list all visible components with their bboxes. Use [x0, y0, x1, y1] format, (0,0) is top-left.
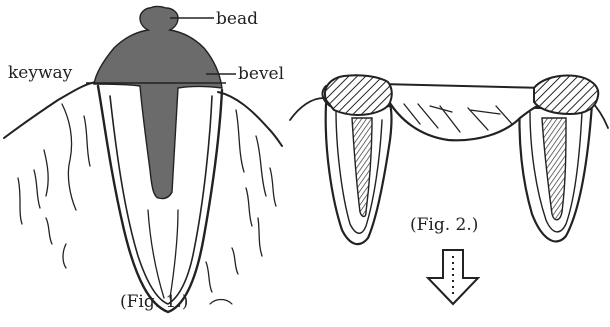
root-canal-right: [170, 210, 178, 298]
bone-texture-left: [18, 104, 90, 268]
gum-line-left: [4, 82, 96, 138]
label-bead: bead: [216, 9, 258, 29]
down-arrow-icon: [428, 250, 478, 304]
post-and-crown: [94, 7, 222, 199]
left-crown-cap: [325, 75, 392, 115]
label-keyway: keyway: [8, 63, 73, 83]
caption-mark: [210, 300, 232, 305]
gum-line-fig2: [290, 98, 324, 120]
right-crown-cap: [534, 76, 598, 115]
left-post: [352, 118, 372, 217]
right-post: [542, 118, 566, 220]
caption-fig-1: (Fig. 1.): [120, 292, 188, 312]
figure-1: bead keyway bevel (Fig. 1.): [4, 7, 284, 313]
pontic: [388, 100, 546, 140]
gum-line-right: [218, 92, 282, 146]
bone-texture-right: [206, 110, 276, 292]
figure-2: (Fig. 2.): [290, 75, 608, 304]
caption-fig-2: (Fig. 2.): [410, 215, 478, 235]
label-bevel: bevel: [238, 64, 284, 84]
